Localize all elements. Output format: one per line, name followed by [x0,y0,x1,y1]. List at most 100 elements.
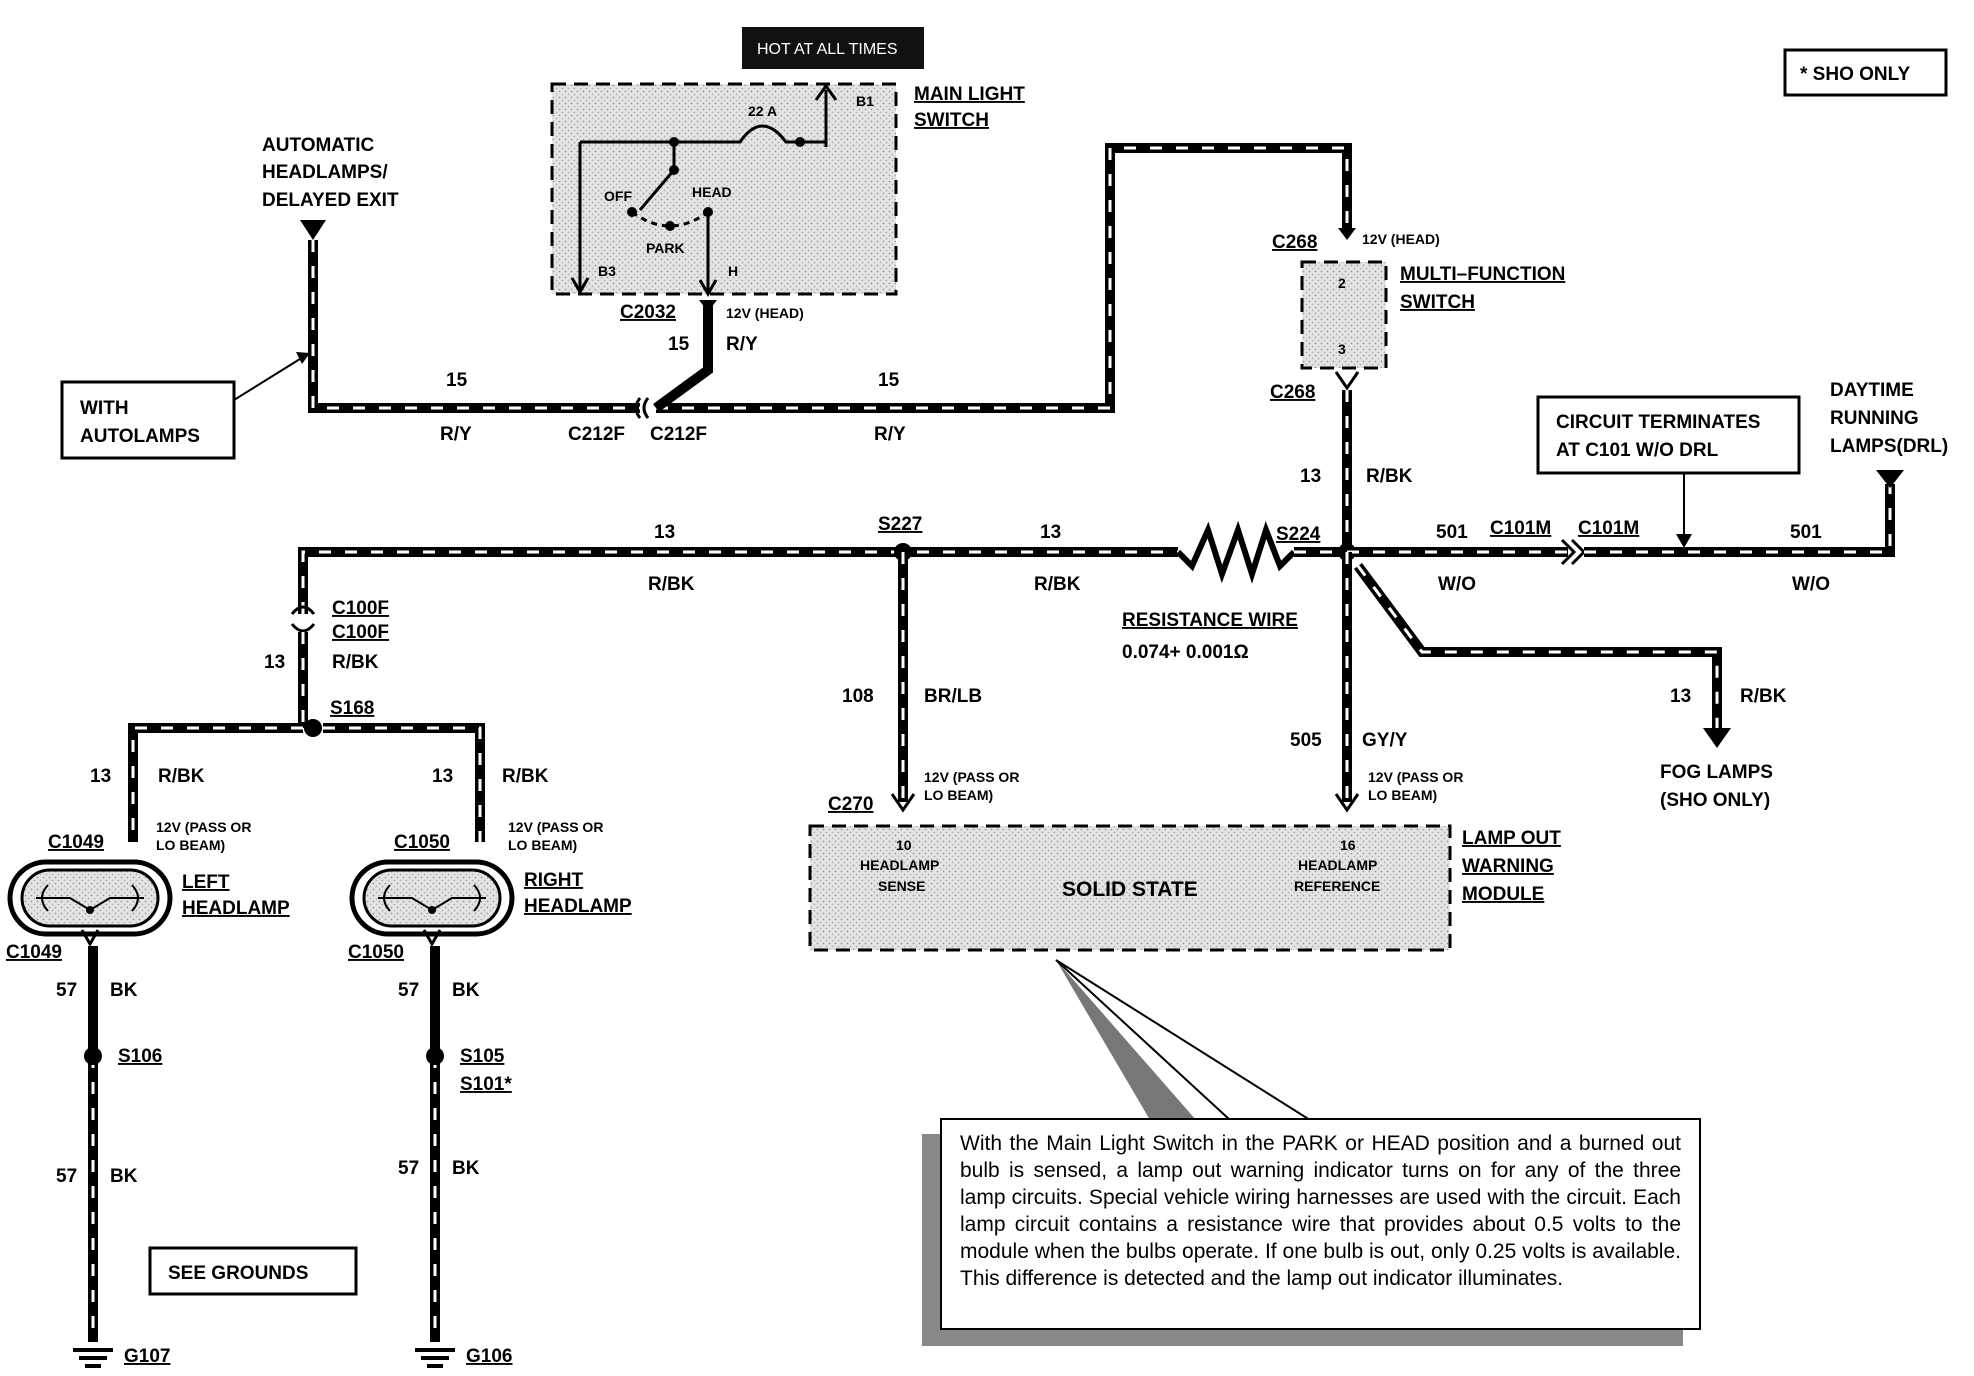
right-lower-color: BK [452,1158,480,1179]
mfs-color: R/BK [1366,466,1413,487]
ref-circuit: 505 [1290,730,1322,751]
right-feed-circuit: 13 [432,766,453,787]
s227-label: S227 [878,514,922,535]
c268-bottom-label: C268 [1270,382,1315,403]
module-pin-16: 16 [1340,837,1356,853]
left-upper-color: BK [110,980,138,1001]
circuit-terminates-2: AT C101 W/O DRL [1556,440,1719,461]
explanation-note: With the Main Light Switch in the PARK o… [940,1118,1701,1330]
module-pin-10: 10 [896,837,912,853]
hot-at-all-times-banner: HOT AT ALL TIMES [742,27,924,69]
autolamps-title-3: DELAYED EXIT [262,190,399,211]
mfs-title-1: MULTI–FUNCTION [1400,264,1565,285]
autolamps-title-2: HEADLAMPS/ [262,162,388,183]
c1049-bottom-label: C1049 [6,942,62,963]
drl-title-3: LAMPS(DRL) [1830,436,1948,457]
splice-s106 [84,1047,102,1065]
sense-volt-2: LO BEAM) [924,787,993,803]
drl-circuit-left: 501 [1436,522,1468,543]
with-autolamps-2: AUTOLAMPS [80,426,200,447]
resistance-wire-zigzag [1175,520,1297,584]
switch-fuse-label: 22 A [748,103,777,119]
switch-position-head: HEAD [692,184,732,200]
c2032-voltage: 12V (HEAD) [726,305,804,321]
ref-color: GY/Y [1362,730,1408,751]
multi-function-switch: 2 3 C268 12V (HEAD) MULTI–FUNCTION SWITC… [1270,231,1565,552]
lamp-out-warning-module: 108 BR/LB 12V (PASS OR LO BEAM) 505 GY/Y… [808,552,1561,952]
drl-circuit: 501 W/O C101M C101M 501 W/O CIRCUIT TERM… [1347,380,1948,595]
right-lower-circuit: 57 [398,1158,419,1179]
drl-title-1: DAYTIME [1830,380,1914,401]
c100f-label-1: C100F [332,598,389,619]
c101m-left-label: C101M [1490,518,1551,539]
s101-label: S101* [460,1074,512,1095]
fog-title-2: (SHO ONLY) [1660,790,1770,811]
c1050-bottom-label: C1050 [348,942,404,963]
color-ry-left: R/Y [440,424,472,445]
feed-color: R/BK [332,652,379,673]
s105-label: S105 [460,1046,505,1067]
left-headlamp-title-1: LEFT [182,872,230,893]
main-light-switch: 22 A B1 B3 H OFF HEAD PARK MAIN LIGHT SW… [550,82,1025,298]
c2032-label: C2032 [620,302,676,323]
module-title-1: LAMP OUT [1462,828,1561,849]
mfs-title-2: SWITCH [1400,292,1475,313]
bus-left-color: R/BK [648,574,695,595]
drl-connector-icon [1876,470,1904,488]
c2032-circuit: 15 [668,334,690,355]
drl-color-right: W/O [1792,574,1830,595]
right-headlamp-title-1: RIGHT [524,870,584,891]
right-volt-2: LO BEAM) [508,837,577,853]
fog-title-1: FOG LAMPS [1660,762,1773,783]
g106-label: G106 [466,1346,512,1367]
left-volt-2: LO BEAM) [156,837,225,853]
switch-position-off: OFF [604,188,632,204]
mfs-pin-3: 3 [1338,341,1346,357]
drl-title-2: RUNNING [1830,408,1919,429]
c1050-top-label: C1050 [394,832,450,853]
c2032-color: R/Y [726,334,758,355]
drl-color-left: W/O [1438,574,1476,595]
ground-g107-icon [73,1348,113,1368]
c268-voltage: 12V (HEAD) [1362,231,1440,247]
sense-circuit: 108 [842,686,874,707]
drl-circuit-right: 501 [1790,522,1822,543]
fog-lamps-circuit: 13 R/BK FOG LAMPS (SHO ONLY) [1353,563,1787,811]
switch-pin-h: H [728,263,738,279]
color-ry-right: R/Y [874,424,906,445]
ground-g106-icon [415,1348,455,1368]
c268-top-label: C268 [1272,232,1317,253]
splice-s105 [426,1047,444,1065]
module-pin16-label-2: REFERENCE [1294,878,1380,894]
sho-only-label: * SHO ONLY [1800,64,1910,85]
circuit-15-left: 15 [446,370,468,391]
circuit-15-wiring: C2032 12V (HEAD) 15 R/Y 15 R/Y 15 R/Y C2… [308,143,1356,445]
bus-mid-color: R/BK [1034,574,1081,595]
main-light-switch-title-2: SWITCH [914,110,989,131]
fog-color: R/BK [1740,686,1787,707]
hot-label: HOT AT ALL TIMES [757,41,898,58]
right-feed-color: R/BK [502,766,549,787]
autolamps-connector-icon [300,220,326,240]
resistance-wire-value: 0.074+ 0.001Ω [1122,642,1249,663]
left-lower-color: BK [110,1166,138,1187]
right-volt-1: 12V (PASS OR [508,819,603,835]
right-headlamp-title-2: HEADLAMP [524,896,632,917]
switch-pin-b1: B1 [856,93,874,109]
left-headlamp: C1049 LEFT HEADLAMP C1049 [6,832,290,963]
bus-left-circuit: 13 [654,522,675,543]
c100f-label-2: C100F [332,622,389,643]
sense-volt-1: 12V (PASS OR [924,769,1019,785]
sho-only-note: * SHO ONLY [1783,48,1948,97]
note-callout-pointer [1055,959,1314,1121]
with-autolamps-1: WITH [80,398,129,419]
right-headlamp: C1050 RIGHT HEADLAMP C1050 [348,832,632,963]
switch-position-park: PARK [646,240,685,256]
right-upper-circuit: 57 [398,980,419,1001]
feed-circuit: 13 [264,652,285,673]
switch-pin-b3: B3 [598,263,616,279]
fog-lamps-connector-icon [1703,728,1731,748]
module-solid-state: SOLID STATE [1062,878,1198,901]
autolamps-block: AUTOMATIC HEADLAMPS/ DELAYED EXIT WITH A… [60,135,399,460]
circuit-15-right: 15 [878,370,900,391]
